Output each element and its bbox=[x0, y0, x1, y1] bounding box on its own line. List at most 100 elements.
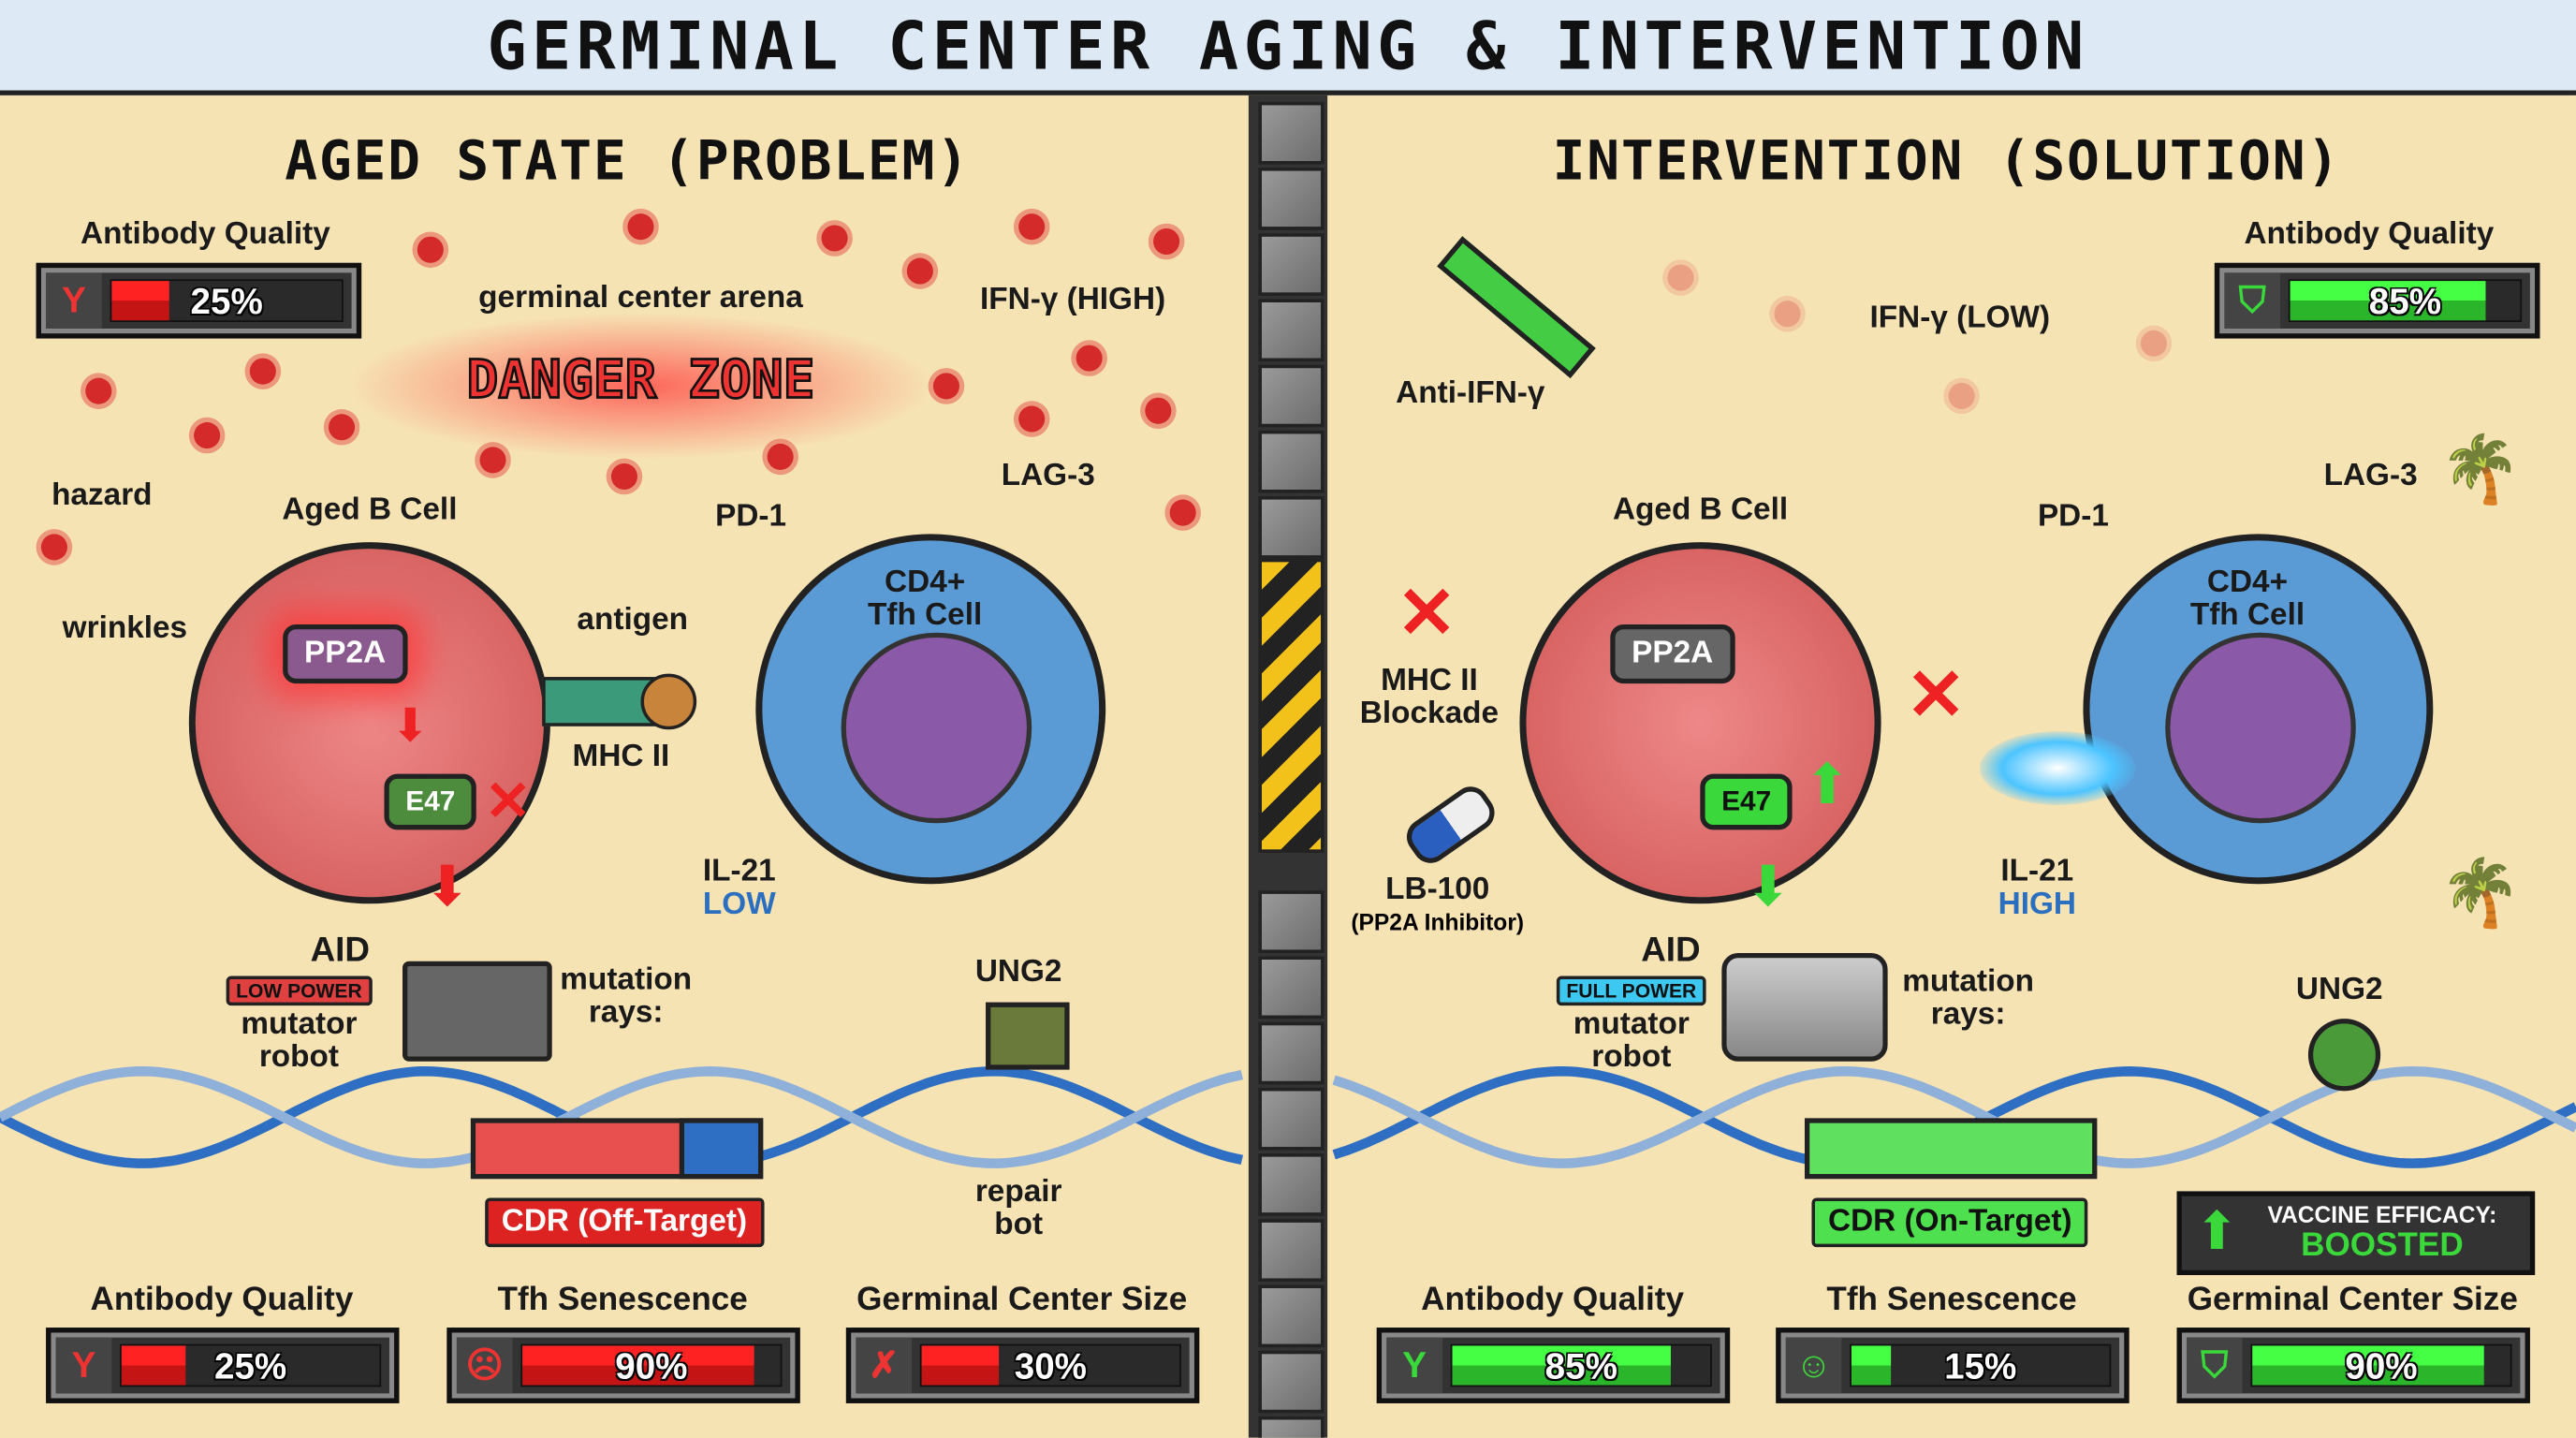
tfh-cell-label: CD4+Tfh Cell bbox=[2189, 566, 2305, 633]
e47-protein: E47 bbox=[384, 773, 477, 830]
tfh-line2: Tfh Cell bbox=[867, 597, 983, 633]
antigen-particle bbox=[640, 673, 697, 730]
cdr-on-target-badge: CDR (On-Target) bbox=[1811, 1197, 2089, 1248]
virus-icon-faded bbox=[1948, 382, 1975, 410]
meter-label: Germinal Center Size bbox=[856, 1281, 1188, 1318]
full-power-badge: FULL POWER bbox=[1556, 976, 1706, 1006]
cdr-segment-blue bbox=[679, 1118, 764, 1180]
lb-100-sublabel: (PP2A Inhibitor) bbox=[1351, 908, 1525, 935]
virus-icon bbox=[906, 257, 933, 285]
ifn-gamma-high: IFN-γ (HIGH) bbox=[979, 282, 1166, 317]
robot-line1: mutator bbox=[1573, 1006, 1690, 1042]
aid-label: AID bbox=[1641, 932, 1701, 970]
palm-tree-icon: 🌴 bbox=[2439, 433, 2522, 506]
aged-b-cell-label: Aged B Cell bbox=[1612, 492, 1789, 528]
virus-icon bbox=[479, 447, 506, 474]
cdr-off-target-badge: CDR (Off-Target) bbox=[485, 1197, 764, 1248]
virus-icon bbox=[767, 443, 794, 470]
lag-3-label: LAG-3 bbox=[1001, 458, 1095, 493]
il-21-level: LOW bbox=[702, 887, 776, 922]
shield-icon: ⛉ bbox=[2224, 272, 2281, 330]
germinal-center-size-meter: ⛉90% bbox=[2176, 1328, 2530, 1403]
meter-label: Tfh Senescence bbox=[497, 1281, 748, 1318]
meter-fill bbox=[111, 281, 169, 321]
meter-fill bbox=[921, 1345, 1000, 1386]
meter-label: Antibody Quality bbox=[90, 1281, 354, 1318]
meter-label: Tfh Senescence bbox=[1826, 1281, 2077, 1318]
divider-block bbox=[1258, 1284, 1325, 1348]
meter-value: 15% bbox=[1944, 1345, 2017, 1387]
divider-block bbox=[1258, 1416, 1325, 1438]
virus-icon bbox=[610, 462, 637, 491]
aged-b-cell-label: Aged B Cell bbox=[282, 492, 458, 528]
divider-block bbox=[1258, 496, 1325, 559]
broken-shield-icon: ✗ bbox=[856, 1337, 913, 1394]
divider-block bbox=[1258, 101, 1325, 165]
repair-line2: bot bbox=[994, 1207, 1044, 1242]
meter-fill bbox=[1452, 1345, 1672, 1386]
hazard-label: hazard bbox=[51, 477, 153, 513]
robot-line2: robot bbox=[1591, 1039, 1672, 1075]
ung2-label: UNG2 bbox=[2295, 973, 2383, 1007]
virus-icon bbox=[1076, 345, 1103, 372]
meter-value: 30% bbox=[1014, 1345, 1088, 1387]
vaccine-efficacy-value: BOOSTED bbox=[2301, 1227, 2464, 1264]
left-heading: AGED STATE (PROBLEM) bbox=[285, 127, 971, 193]
divider-block bbox=[1258, 1153, 1325, 1216]
meter-value: 85% bbox=[1544, 1345, 1617, 1387]
vaccine-efficacy-label: VACCINE EFFICACY: bbox=[2267, 1200, 2497, 1228]
divider-block bbox=[1258, 168, 1325, 230]
meter-track: 30% bbox=[919, 1343, 1181, 1387]
tfh-nucleus bbox=[841, 632, 1032, 824]
meter-label: Germinal Center Size bbox=[2187, 1281, 2518, 1318]
divider-block bbox=[1258, 430, 1325, 493]
divider-block bbox=[1258, 1350, 1325, 1414]
virus-icon bbox=[1169, 499, 1196, 526]
tfh-senescence-meter: ☹90% bbox=[446, 1328, 800, 1403]
anti-ifn-gamma-label: Anti-IFN-γ bbox=[1396, 375, 1545, 411]
il-21-label: IL-21 bbox=[2000, 854, 2074, 889]
meter-fill bbox=[2290, 281, 2486, 321]
virus-icon bbox=[932, 373, 959, 400]
virus-icon bbox=[249, 358, 276, 385]
aged-b-cell bbox=[188, 542, 550, 904]
green-arrow-up-icon: ⬆ bbox=[1804, 754, 1852, 817]
mhc-blocked-x-icon: ✕ bbox=[1396, 573, 1457, 654]
virus-icon bbox=[85, 377, 112, 404]
tfh-cell-label: CD4+Tfh Cell bbox=[867, 566, 983, 633]
tfh-senescence-meter: ☺ 15% bbox=[1776, 1328, 2130, 1403]
danger-glow bbox=[344, 312, 937, 461]
aid-robot-low-power bbox=[402, 961, 552, 1062]
panel-divider bbox=[1248, 95, 1328, 1438]
divider-block bbox=[1258, 956, 1325, 1020]
top-meter-label: Antibody Quality bbox=[80, 216, 330, 252]
vaccine-efficacy-panel: ⬆ VACCINE EFFICACY: BOOSTED bbox=[2176, 1191, 2536, 1275]
ung2-bot bbox=[2307, 1019, 2381, 1092]
lb-100-pill-icon bbox=[1399, 779, 1502, 871]
pd-1-label: PD-1 bbox=[2037, 499, 2109, 535]
il-21-label: IL-21 bbox=[702, 854, 776, 889]
shield-icon: ⛉ bbox=[2187, 1337, 2243, 1394]
pp2a-protein-inhibited: PP2A bbox=[1610, 624, 1735, 684]
divider-block bbox=[1258, 1219, 1325, 1282]
divider-block bbox=[1258, 1087, 1325, 1151]
divider-block bbox=[1258, 299, 1325, 362]
tfh-line2: Tfh Cell bbox=[2189, 597, 2305, 633]
arrow-up-shield-icon: ⬆ bbox=[2194, 1200, 2239, 1261]
virus-icon bbox=[1145, 397, 1172, 424]
mhc-line1: MHC II bbox=[1381, 664, 1478, 698]
repair-bot bbox=[986, 1002, 1070, 1070]
meter-track: 85% bbox=[2288, 279, 2523, 322]
meter-fill bbox=[2252, 1345, 2485, 1386]
young-face-icon: ☺ bbox=[1785, 1337, 1842, 1394]
main-title: GERMINAL CENTER AGING & INTERVENTION bbox=[487, 9, 2089, 86]
palm-tree-icon: 🌴 bbox=[2439, 858, 2522, 931]
